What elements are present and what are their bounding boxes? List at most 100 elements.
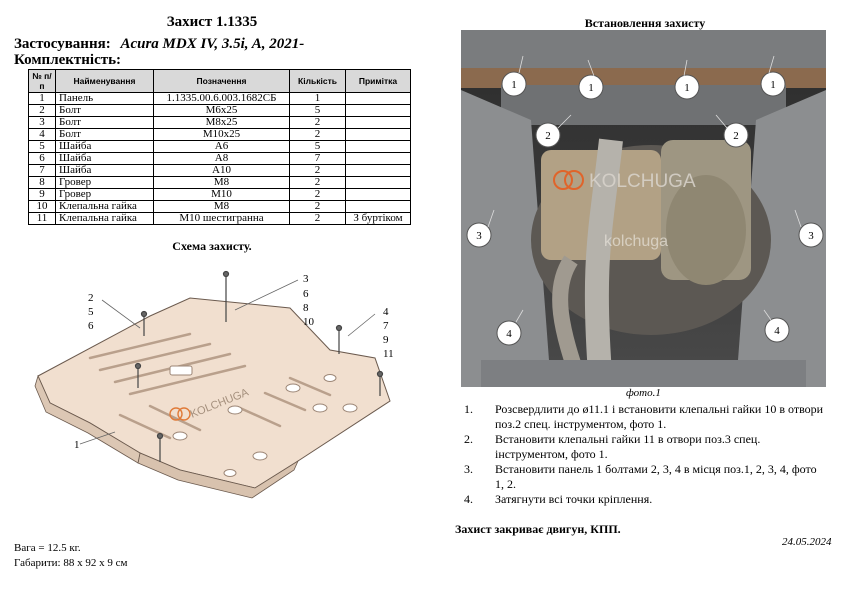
row-number: 10 [28,200,56,213]
row-number: 8 [28,176,56,189]
callout-9: 9 [383,334,389,346]
application-line: Застосування: Acura MDX IV, 3.5i, A, 202… [14,36,304,53]
installation-title: Встановлення захисту [584,16,706,30]
parts-table-header: № п/п Найменування Позначення Кількість … [28,69,411,93]
part-quantity: 5 [289,140,346,153]
part-name: Болт [55,128,154,141]
photo-marker-4b: 4 [774,325,780,337]
part-note [345,176,411,189]
photo-marker-4a: 4 [506,328,512,340]
step-text: Розсвердлити до ø11.1 і встановити клепа… [495,402,824,431]
installation-steps: 1. Розсвердлити до ø11.1 і встановити кле… [464,402,828,507]
part-designation: М10 [153,188,290,201]
step-number: 2. [464,432,473,446]
part-quantity: 2 [289,212,346,225]
part-note: З буртіком [345,212,411,225]
part-designation: М10х25 [153,128,290,141]
row-number: 11 [28,212,56,225]
step-item: 1. Розсвердлити до ø11.1 і встановити кле… [464,402,828,432]
part-quantity: 1 [289,92,346,105]
photo-caption: фото.1 [626,387,661,399]
part-designation: М8 [153,176,290,189]
photo-markers: 1 1 1 1 2 2 3 3 4 4 [466,71,824,346]
col-name: Найменування [55,69,154,93]
callout-6b: 6 [303,288,309,300]
callout-2: 2 [88,292,94,304]
part-note [345,152,411,165]
step-number: 1. [464,402,473,416]
document-title: Захист 1.1335 [166,14,258,30]
coverage-note: Захист закриває двигун, КПП. [455,522,621,536]
kit-label: Комплектність: [14,52,122,68]
part-name: Шайба [55,140,154,153]
part-quantity: 2 [289,164,346,177]
part-designation: М6х25 [153,104,290,117]
part-quantity: 7 [289,152,346,165]
photo-marker-1d: 1 [770,79,776,91]
row-number: 3 [28,116,56,129]
row-number: 9 [28,188,56,201]
step-text: Встановити панель 1 болтами 2, 3, 4 в мі… [495,462,817,491]
part-name: Шайба [55,164,154,177]
part-note [345,140,411,153]
parts-table: № п/п Найменування Позначення Кількість … [28,69,411,225]
part-designation: М10 шестигранна [153,212,290,225]
photo-marker-1a: 1 [511,79,517,91]
part-note [345,188,411,201]
row-number: 1 [28,92,56,105]
row-number: 2 [28,104,56,117]
step-item: 3. Встановити панель 1 болтами 2, 3, 4 в … [464,462,828,492]
col-designation: Позначення [153,69,290,93]
vehicle-underside-image: 1 1 1 1 2 2 3 3 4 4 KOLCHUGA kolchuga [461,30,826,387]
part-name: Панель [55,92,154,105]
callout-4: 4 [383,306,389,318]
application-label: Застосування: [14,36,111,52]
part-designation: А8 [153,152,290,165]
part-note [345,200,411,213]
application-value: Acura MDX IV, 3.5i, A, 2021- [120,36,305,52]
part-name: Клепальна гайка [55,212,154,225]
part-name: Гровер [55,176,154,189]
part-quantity: 2 [289,188,346,201]
part-name: Шайба [55,152,154,165]
skid-plate-front-edge [137,452,299,499]
callout-numbers: 2 5 6 3 6 8 10 4 7 9 11 1 [74,273,394,451]
leader-lines [79,279,376,445]
photo-watermark-text: kolchuga [604,233,668,250]
photo-marker-2b: 2 [733,130,739,142]
col-quantity: Кількість [289,69,346,93]
step-number: 3. [464,462,473,476]
protection-scheme-diagram: KOLCHUGA 2 5 6 3 6 8 10 4 7 9 11 1 [34,270,394,499]
part-name: Болт [55,116,154,129]
photo-marker-3a: 3 [476,230,482,242]
installation-photo: 1 1 1 1 2 2 3 3 4 4 KOLCHUGA kolchuga [461,30,826,387]
part-note [345,164,411,177]
part-designation: 1.1335.00.6.003.1682СБ [153,92,290,105]
row-number: 5 [28,140,56,153]
weight-spec: Вага = 12.5 кг. [14,542,81,554]
callout-11: 11 [383,348,394,360]
row-number: 4 [28,128,56,141]
row-number: 7 [28,164,56,177]
part-note [345,104,411,117]
part-designation: А6 [153,140,290,153]
callout-3: 3 [303,273,309,285]
part-quantity: 2 [289,116,346,129]
callout-8: 8 [303,302,309,314]
row-number: 6 [28,152,56,165]
document-date: 24.05.2024 [782,536,832,548]
callout-1: 1 [74,439,80,451]
photo-logo: KOLCHUGA kolchuga [553,170,696,250]
photo-logo-text: KOLCHUGA [589,171,696,192]
part-designation: М8 [153,200,290,213]
